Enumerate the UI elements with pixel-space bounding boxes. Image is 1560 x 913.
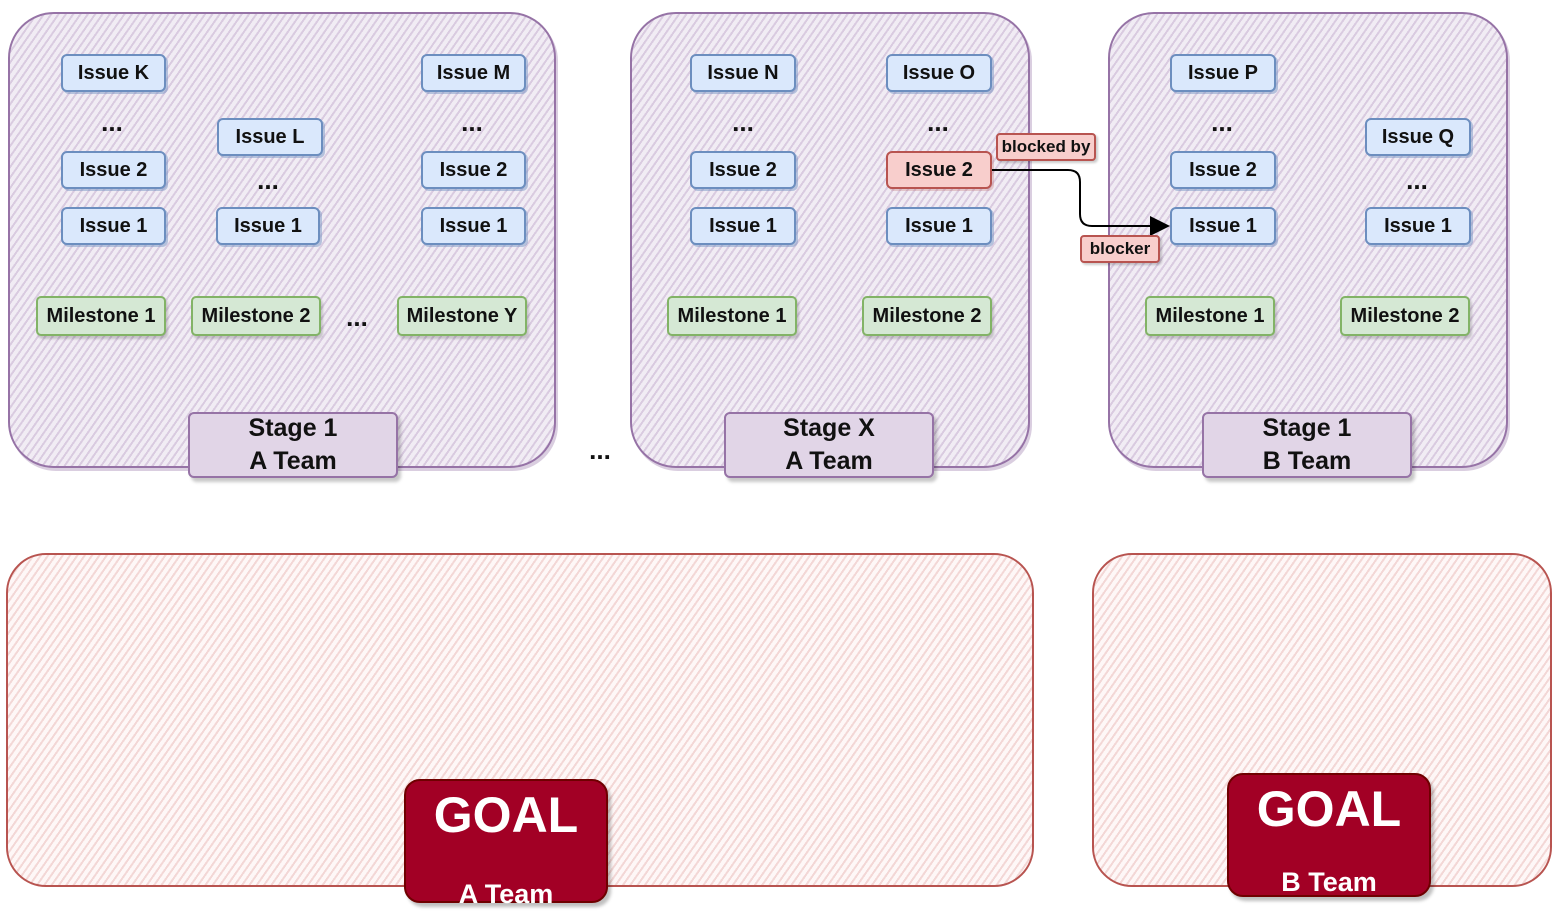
ellipsis: ... (927, 107, 949, 137)
team-name: B Team (1262, 447, 1352, 475)
issue-q: Issue Q (1365, 118, 1471, 156)
ellipsis: ... (1406, 165, 1428, 195)
goal-title: GOAL (1256, 781, 1402, 837)
milestone-1: Milestone 1 (667, 296, 797, 336)
goal-a-team-panel (6, 553, 1034, 887)
stage-label: Stage 1 A Team (188, 412, 398, 478)
team-name: A Team (785, 447, 873, 475)
issue-m: Issue M (421, 54, 526, 92)
team-name: A Team (249, 447, 337, 475)
milestone-2: Milestone 2 (1340, 296, 1470, 336)
stage-name: Stage 1 (248, 414, 338, 442)
issue-o: Issue O (886, 54, 992, 92)
issue-k: Issue K (61, 54, 166, 92)
milestone-y: Milestone Y (397, 296, 527, 336)
issue-1-blocker: Issue 1 (1170, 207, 1276, 245)
issue-2-blocked: Issue 2 (886, 151, 992, 189)
issue-2: Issue 2 (421, 151, 526, 189)
blocker-label: blocker (1080, 235, 1160, 263)
ellipsis: ... (346, 302, 368, 332)
milestone-1: Milestone 1 (1145, 296, 1275, 336)
ellipsis: ... (461, 107, 483, 137)
issue-1: Issue 1 (61, 207, 166, 245)
stage-name: Stage 1 (1262, 414, 1352, 442)
goal-title: GOAL (433, 787, 579, 843)
ellipsis: ... (101, 107, 123, 137)
stage-name: Stage X (783, 414, 875, 442)
issue-1: Issue 1 (216, 207, 320, 245)
milestone-2: Milestone 2 (191, 296, 321, 336)
issue-1: Issue 1 (886, 207, 992, 245)
issue-1: Issue 1 (1365, 207, 1471, 245)
goal-b-team-label: GOAL B Team (1227, 773, 1431, 897)
issue-1: Issue 1 (421, 207, 526, 245)
ellipsis: ... (732, 107, 754, 137)
blocked-by-label: blocked by (996, 133, 1096, 161)
stage-label: Stage X A Team (724, 412, 934, 478)
issue-p: Issue P (1170, 54, 1276, 92)
goal-a-team-label: GOAL A Team (404, 779, 608, 909)
ellipsis-between-stages: ... (589, 435, 611, 465)
milestone-1: Milestone 1 (36, 296, 166, 336)
issue-n: Issue N (690, 54, 796, 92)
stage-label: Stage 1 B Team (1202, 412, 1412, 478)
goal-team: B Team (1281, 867, 1377, 897)
dependency-connector (992, 169, 1170, 236)
ellipsis: ... (1211, 107, 1233, 137)
issue-2: Issue 2 (61, 151, 166, 189)
ellipsis: ... (257, 165, 279, 195)
issue-1: Issue 1 (690, 207, 796, 245)
goal-team: A Team (458, 879, 554, 909)
issue-2: Issue 2 (690, 151, 796, 189)
milestone-2: Milestone 2 (862, 296, 992, 336)
issue-2: Issue 2 (1170, 151, 1276, 189)
issue-l: Issue L (217, 118, 323, 156)
